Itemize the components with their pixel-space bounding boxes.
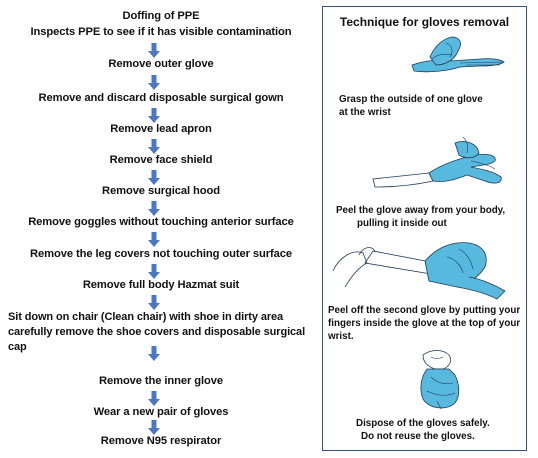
step-remove-inner-glove: Remove the inner glove [98, 375, 224, 387]
step-inspect-ppe: Inspects PPE to see if it has visible co… [30, 26, 292, 38]
caption-dispose-line-2: Do not reuse the gloves. [361, 431, 475, 442]
down-arrow-icon [148, 264, 160, 279]
step-remove-goggles: Remove goggles without touching anterior… [28, 216, 294, 228]
down-arrow-icon [148, 346, 160, 361]
step-sit-down-line-1: Sit down on chair (Clean chair) with sho… [8, 311, 284, 323]
caption-peel-line-2: pulling it inside out [357, 218, 447, 229]
step-remove-hazmat-suit: Remove full body Hazmat suit [82, 279, 240, 291]
down-arrow-icon [148, 170, 160, 185]
caption-peel-line-1: Peel the glove away from your body, [336, 205, 506, 216]
down-arrow-icon [148, 139, 160, 154]
caption-second-line-1: Peel off the second glove by putting you… [328, 305, 521, 316]
caption-dispose-line-1: Dispose of the gloves safely. [356, 418, 490, 429]
down-arrow-icon [148, 391, 160, 406]
grasp-glove-illustration [411, 36, 505, 73]
flowchart-title: Doffing of PPE [122, 10, 200, 22]
step-remove-face-shield: Remove face shield [109, 154, 213, 166]
gloves-removal-panel: Technique for gloves removal Grasp the o… [322, 6, 527, 451]
step-remove-gown: Remove and discard disposable surgical g… [38, 92, 284, 104]
step-remove-leg-covers: Remove the leg covers not touching outer… [30, 248, 292, 260]
step-remove-surgical-hood: Remove surgical hood [102, 185, 220, 197]
down-arrow-icon [148, 420, 160, 435]
dispose-gloves-illustration [420, 350, 460, 410]
step-sit-down-line-2: carefully remove the shoe covers and dis… [8, 326, 306, 338]
second-glove-illustration [332, 242, 506, 300]
step-remove-lead-apron: Remove lead apron [110, 123, 212, 135]
caption-second-line-3: wrist. [328, 331, 354, 342]
down-arrow-icon [148, 43, 160, 58]
down-arrow-icon [148, 75, 160, 90]
caption-grasp-line-2: at the wrist [339, 107, 391, 118]
panel-title: Technique for gloves removal [339, 15, 510, 29]
down-arrow-icon [148, 201, 160, 216]
step-remove-outer-glove: Remove outer glove [108, 58, 214, 70]
caption-grasp-line-1: Grasp the outside of one glove [339, 94, 483, 105]
down-arrow-icon [148, 232, 160, 247]
down-arrow-icon [148, 295, 160, 310]
caption-second-line-2: fingers inside the glove at the top of y… [328, 318, 521, 329]
step-sit-down-line-3: cap [8, 341, 27, 353]
down-arrow-icon [148, 108, 160, 123]
step-remove-n95: Remove N95 respirator [100, 435, 222, 447]
peel-glove-illustration [372, 136, 502, 188]
step-wear-new-gloves: Wear a new pair of gloves [93, 406, 229, 418]
